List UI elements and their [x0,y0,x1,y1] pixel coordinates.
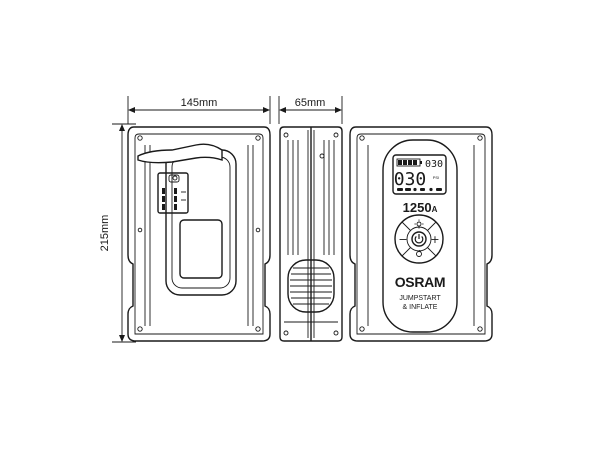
power-button[interactable] [411,231,427,247]
lcd-display: 030 030 PSI [392,154,447,195]
display-digits-small: 030 [425,159,443,170]
control-pad [394,214,444,264]
product-line-1: JUMPSTART [399,295,441,302]
cycle-icon [416,249,422,257]
control-panel [382,139,458,333]
mode-button[interactable] [416,249,422,257]
plus-button[interactable]: + [430,233,439,246]
battery-level-icon [396,158,422,167]
display-digits-big: 030 [394,169,427,190]
minus-button[interactable]: − [398,233,407,246]
depth-dimension: 65mm [278,96,343,124]
display-unit-label: PSI [433,175,439,180]
minus-symbol: − [398,233,407,246]
current-rating: 1250A [403,200,438,215]
product-line-2: & INFLATE [403,304,438,311]
front-view: 030 030 PSI 1250A [349,126,493,342]
power-icon [414,234,424,244]
side-view [279,126,343,342]
plus-symbol: + [430,233,439,246]
width-label: 145mm [181,97,218,109]
width-dimension: 145mm [127,96,271,124]
light-button[interactable] [412,217,426,231]
height-label: 215mm [99,215,111,252]
brand-logo-text: OSRAM [395,274,446,290]
depth-label: 65mm [295,97,326,109]
back-view [127,126,271,342]
sun-icon [414,219,424,229]
height-dimension: 215mm [99,123,136,343]
mode-icons [397,187,442,192]
